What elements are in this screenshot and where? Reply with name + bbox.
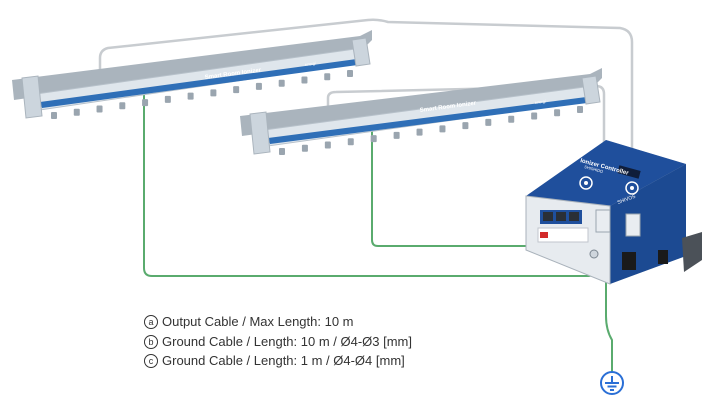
ionizer-nozzle [119,102,126,110]
ionizer-nozzle [508,115,515,123]
ionizer-nozzle [301,144,308,152]
legend-item: b Ground Cable / Length: 10 m / Ø4-Ø3 [mm… [144,332,412,352]
ionizer-nozzle [233,86,240,94]
legend-item: c Ground Cable / Length: 1 m / Ø4-Ø4 [mm] [144,351,412,371]
ionizer-nozzle [324,141,331,149]
ionizer-bar-1: Smart Room Ionizer energi [12,30,372,119]
ionizer-nozzle [279,148,285,155]
ionizer-nozzle [51,112,57,119]
ionizer-nozzle [187,92,194,100]
legend-marker: c [144,354,158,368]
ionizer-nozzle [210,89,217,97]
legend-item: a Output Cable / Max Length: 10 m [144,312,412,332]
legend-marker: a [144,315,158,329]
ionizer-small-label: energi [534,99,546,105]
ionizer-nozzle [416,128,423,136]
ionizer-nozzle [324,73,331,81]
ionizer-nozzle [73,108,80,116]
ionizer-nozzle [531,112,538,120]
ionizer-bar-2: Smart Room Ionizer energi [240,68,602,155]
ionizer-small-label: energi [304,61,316,67]
ionizer-nozzle [255,82,262,90]
ionizer-controller: Ionizer Controller SHISHIDO SHIVOS [525,140,702,285]
earth-ground-icon [600,371,624,395]
legend-text: Ground Cable / Length: 1 m / Ø4-Ø4 [mm] [162,353,405,368]
ionizer-nozzle [96,105,103,113]
ionizer-nozzle [347,70,353,77]
legend-marker: b [144,334,158,349]
legend-text: Output Cable / Max Length: 10 m [162,314,354,329]
ionizer-nozzle [278,79,285,87]
ionizer-nozzle [301,76,308,84]
ionizer-nozzle [439,125,446,133]
ionizer-nozzle [485,118,492,126]
ionizer-nozzle [462,122,469,130]
ionizer-nozzle [393,131,400,139]
controller-brand: SHISHIDO [584,164,604,174]
ionizer-nozzle [577,106,583,113]
ionizer-nozzle [347,138,354,146]
legend-text: Ground Cable / Length: 10 m / Ø4-Ø3 [mm] [162,333,413,349]
ionizer-nozzle [164,95,171,103]
ionizer-nozzle [142,99,149,107]
ionizer-nozzle [370,135,377,143]
ionizer-nozzle [554,109,561,117]
